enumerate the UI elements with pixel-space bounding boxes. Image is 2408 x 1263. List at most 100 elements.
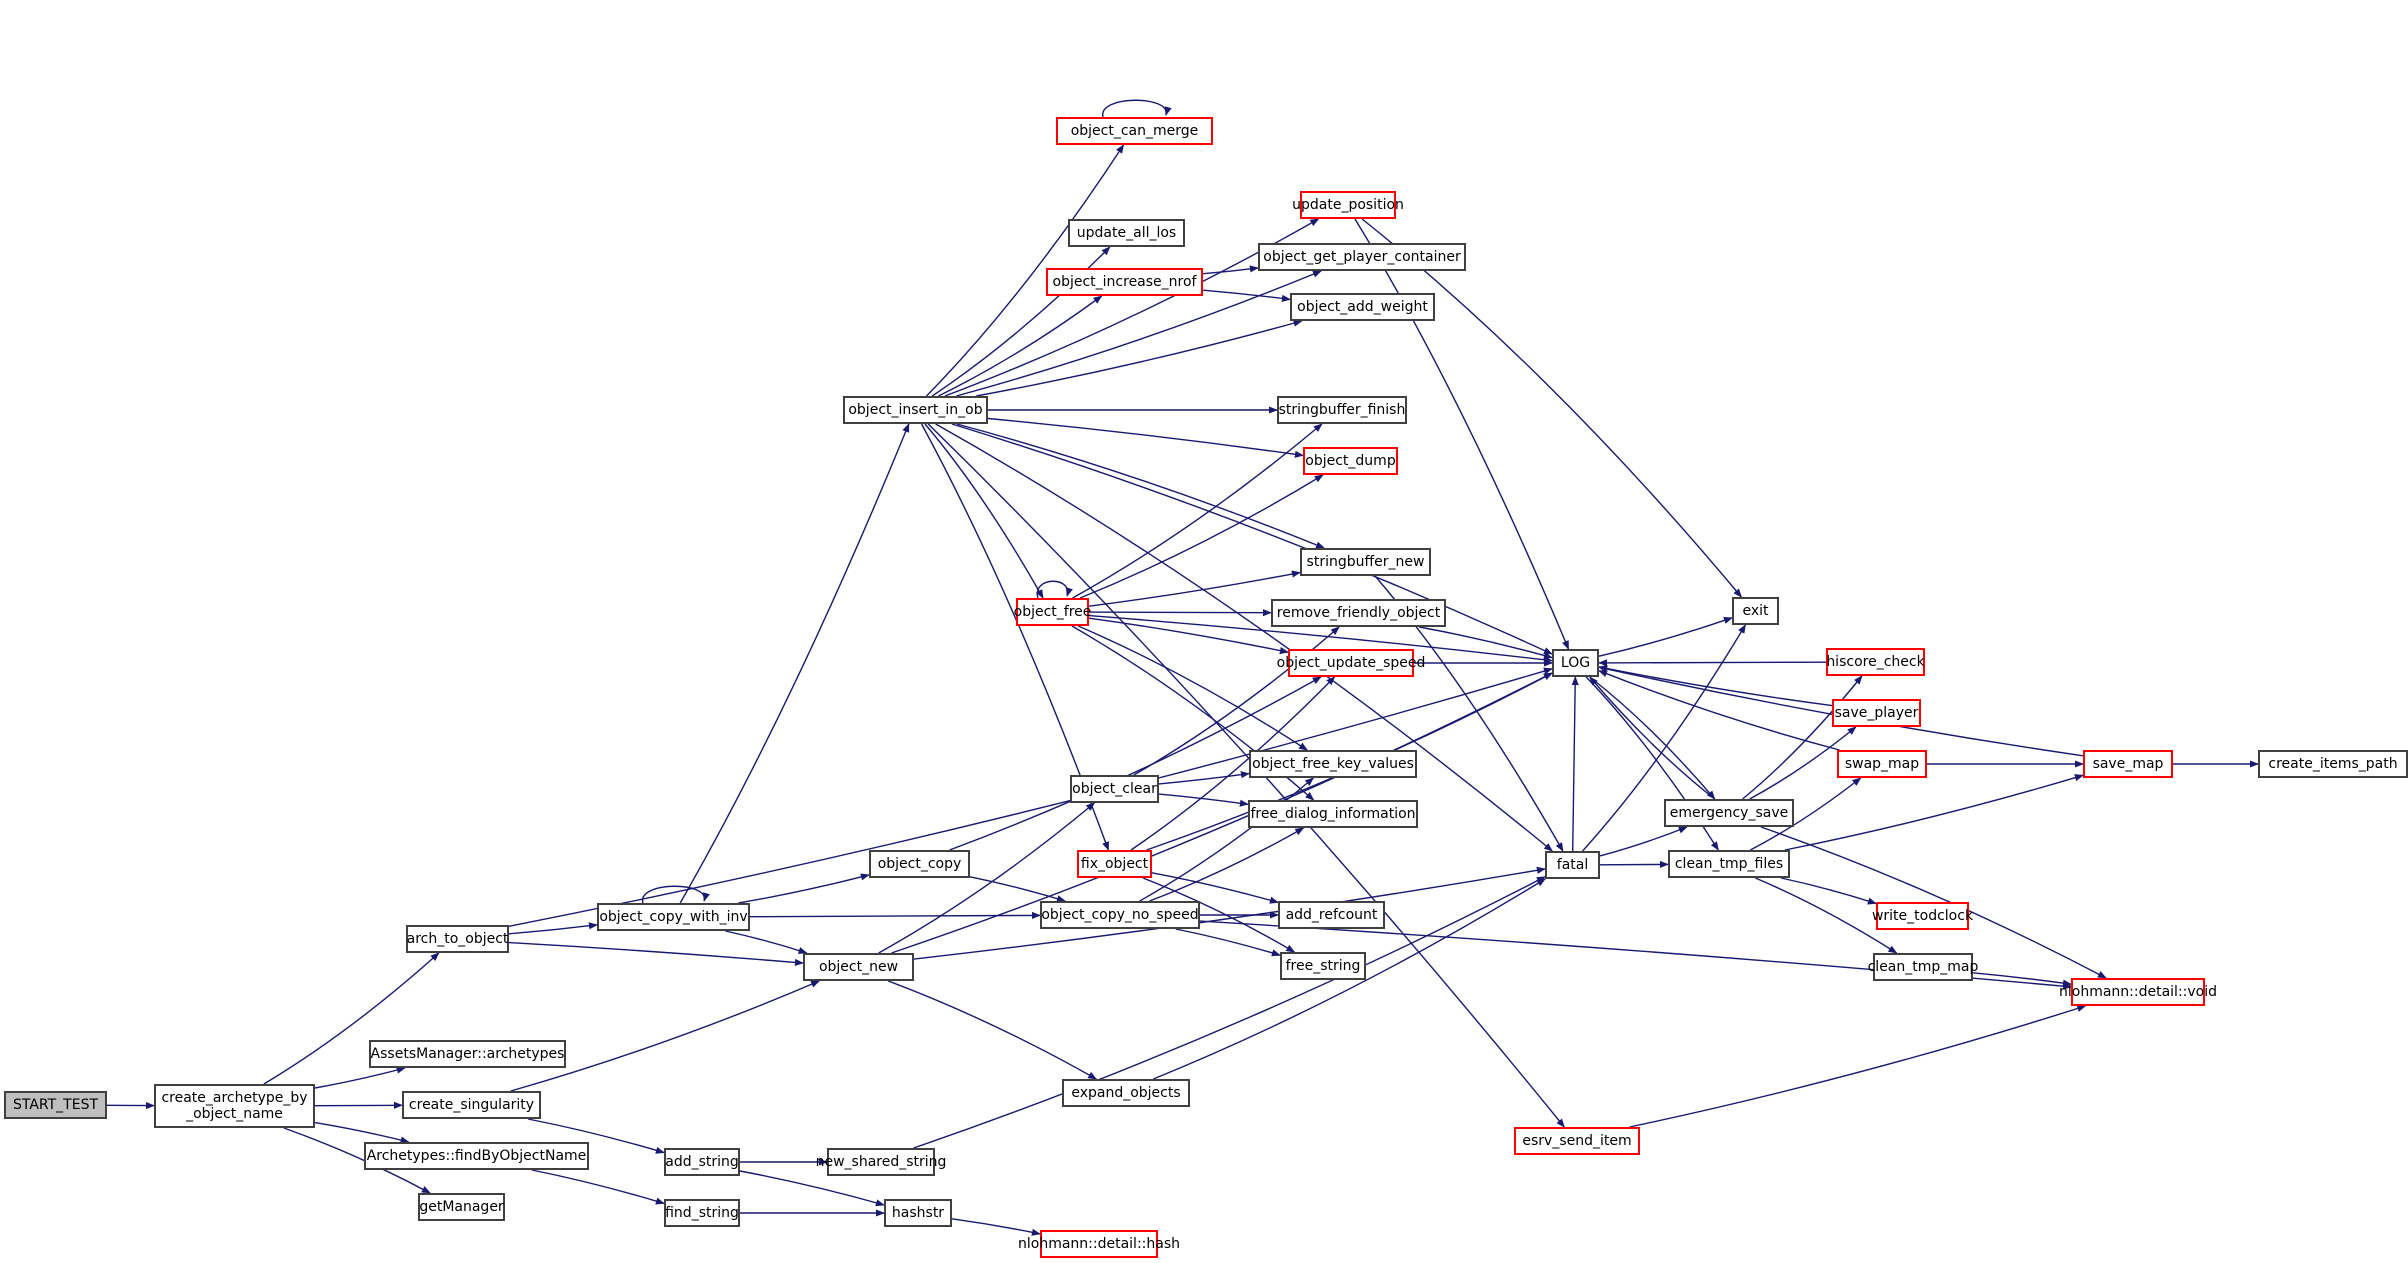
edge-remove-friendly-object-to-log: [1419, 626, 1553, 659]
edge-fix-object-to-object-update-speed: [1130, 676, 1336, 851]
edge-object-insert-in-ob-to-object-dump: [987, 417, 1304, 458]
node-arch-to-object[interactable]: arch_to_object: [406, 925, 509, 953]
node-start-test[interactable]: START_TEST: [4, 1091, 107, 1119]
edge-object-insert-in-ob-to-object-increase-nrof: [938, 295, 1103, 397]
edge-fix-object-to-add-refcount: [1151, 872, 1279, 904]
node-expand-objects[interactable]: expand_objects: [1062, 1079, 1190, 1107]
edge-archetypes-findbyobjectname-to-find-string: [531, 1169, 665, 1205]
edge-object-clear-to-object-free-key-values: [1158, 771, 1250, 785]
edge-create-singularity-to-add-string: [527, 1118, 665, 1154]
edge-create-singularity-to-object-new: [510, 980, 821, 1092]
node-stringbuffer-new[interactable]: stringbuffer_new: [1300, 548, 1431, 576]
edge-object-copy-no-speed-to-free-dialog-information: [1149, 827, 1305, 902]
node-nlohmann-detail-hash[interactable]: nlohmann::detail::hash: [1018, 1230, 1180, 1258]
node-fix-object[interactable]: fix_object: [1077, 850, 1152, 878]
edge-create-archetype-by-object-name-to-archetypes-findbyobjectname: [314, 1121, 410, 1144]
edge-arch-to-object-to-object-new: [508, 941, 804, 967]
node-object-insert-in-ob[interactable]: object_insert_in_ob: [843, 396, 988, 424]
node-create-items-path[interactable]: create_items_path: [2258, 750, 2408, 778]
edge-object-increase-nrof-to-object-add-weight: [1202, 289, 1291, 302]
node-create-singularity[interactable]: create_singularity: [402, 1091, 541, 1119]
node-getmanager[interactable]: getManager: [418, 1193, 505, 1221]
edge-object-copy-with-inv-to-object-copy-no-speed: [749, 911, 1041, 920]
edge-object-free-to-stringbuffer-finish: [1072, 423, 1323, 599]
node-remove-friendly-object[interactable]: remove_friendly_object: [1271, 599, 1446, 627]
edge-clean-tmp-files-to-save-map: [1784, 774, 2084, 851]
edge-object-can-merge-to-object-can-merge: [1102, 99, 1172, 118]
node-add-string[interactable]: add_string: [664, 1148, 740, 1176]
node-emergency-save[interactable]: emergency_save: [1664, 799, 1794, 827]
node-object-clear[interactable]: object_clear: [1070, 775, 1159, 803]
edge-object-free-to-object-free-key-values: [1078, 625, 1308, 751]
edge-object-new-to-expand-objects: [887, 980, 1098, 1080]
node-new-shared-string[interactable]: new_shared_string: [816, 1148, 946, 1176]
edge-object-insert-in-ob-to-log: [951, 423, 1553, 655]
node-save-player[interactable]: save_player: [1832, 699, 1921, 727]
node-clean-tmp-map[interactable]: clean_tmp_map: [1868, 953, 1978, 981]
node-write-todclock[interactable]: write_todclock: [1872, 902, 1973, 930]
node-hashstr[interactable]: hashstr: [884, 1199, 952, 1227]
edge-object-free-to-object-update-speed: [1088, 617, 1289, 655]
node-add-refcount[interactable]: add_refcount: [1278, 901, 1385, 929]
edge-object-free-to-stringbuffer-new: [1088, 570, 1301, 607]
node-object-new[interactable]: object_new: [803, 953, 914, 981]
edge-object-insert-in-ob-to-object-free: [924, 423, 1044, 599]
node-object-can-merge[interactable]: object_can_merge: [1056, 117, 1213, 145]
edge-create-archetype-by-object-name-to-getmanager: [283, 1127, 431, 1194]
edge-object-free-to-object-dump: [1079, 474, 1324, 599]
node-stringbuffer-finish[interactable]: stringbuffer_finish: [1277, 396, 1407, 424]
node-save-map[interactable]: save_map: [2083, 750, 2173, 778]
node-esrv-send-item[interactable]: esrv_send_item: [1514, 1127, 1640, 1155]
edge-object-free-to-object-free: [1036, 580, 1073, 599]
node-object-copy[interactable]: object_copy: [869, 850, 970, 878]
node-object-add-weight[interactable]: object_add_weight: [1290, 293, 1435, 321]
node-object-update-speed[interactable]: object_update_speed: [1277, 649, 1425, 677]
node-swap-map[interactable]: swap_map: [1837, 750, 1927, 778]
edge-object-new-to-fatal: [913, 866, 1546, 960]
node-object-copy-no-speed[interactable]: object_copy_no_speed: [1040, 901, 1200, 929]
edge-fatal-to-log: [1571, 676, 1579, 852]
edge-object-copy-no-speed-to-object-free-key-values: [1139, 777, 1314, 902]
node-archetypes-findbyobjectname[interactable]: Archetypes::findByObjectName: [364, 1142, 589, 1170]
node-update-all-los[interactable]: update_all_los: [1068, 219, 1185, 247]
edge-add-string-to-hashstr: [739, 1170, 885, 1207]
node-log[interactable]: LOG: [1552, 649, 1599, 677]
edge-object-clear-to-free-dialog-information: [1158, 793, 1249, 807]
node-clean-tmp-files[interactable]: clean_tmp_files: [1668, 850, 1790, 878]
edge-object-copy-to-object-update-speed: [949, 676, 1322, 851]
edge-clean-tmp-files-to-clean-tmp-map: [1755, 877, 1898, 954]
node-object-free[interactable]: object_free: [1014, 598, 1091, 626]
edge-arch-to-object-to-log: [508, 667, 1553, 927]
node-exit[interactable]: exit: [1732, 597, 1779, 625]
edge-object-free-to-log: [1088, 614, 1553, 664]
node-free-string[interactable]: free_string: [1280, 952, 1366, 980]
edge-fatal-to-emergency-save: [1599, 826, 1688, 857]
node-fatal[interactable]: fatal: [1545, 851, 1600, 879]
edge-new-shared-string-to-fatal: [913, 876, 1546, 1149]
node-object-free-key-values[interactable]: object_free_key_values: [1249, 750, 1417, 778]
edge-object-copy-no-speed-to-free-string: [1175, 928, 1281, 957]
node-free-dialog-information[interactable]: free_dialog_information: [1248, 800, 1418, 828]
node-assetsmanager-archetypes[interactable]: AssetsManager::archetypes: [369, 1040, 566, 1068]
node-nlohmann-detail-void[interactable]: nlohmann::detail::void: [2059, 978, 2217, 1006]
edge-expand-objects-to-fatal: [1153, 878, 1546, 1080]
node-object-get-player-container[interactable]: object_get_player_container: [1258, 243, 1466, 271]
node-object-dump[interactable]: object_dump: [1303, 447, 1398, 475]
edge-object-copy-with-inv-to-object-copy: [738, 873, 870, 904]
edge-log-to-exit: [1598, 617, 1733, 657]
edge-update-position-to-exit: [1361, 218, 1742, 598]
node-update-position[interactable]: update_position: [1292, 191, 1404, 219]
node-create-archetype-by-object-name[interactable]: create_archetype_by _object_name: [154, 1084, 315, 1128]
edge-object-new-to-object-clear: [878, 802, 1096, 954]
edge-object-insert-in-ob-to-object-get-player-container: [956, 270, 1322, 397]
edge-object-clear-to-remove-friendly-object: [1133, 626, 1340, 776]
edge-clean-tmp-files-to-swap-map: [1750, 777, 1862, 851]
edge-emergency-save-to-hiscore-check: [1742, 675, 1863, 800]
node-hiscore-check[interactable]: hiscore_check: [1826, 648, 1925, 676]
node-find-string[interactable]: find_string: [664, 1199, 740, 1227]
edge-object-increase-nrof-to-object-get-player-container: [1202, 265, 1259, 275]
node-object-increase-nrof[interactable]: object_increase_nrof: [1046, 268, 1203, 296]
node-object-copy-with-inv[interactable]: object_copy_with_inv: [597, 903, 750, 931]
